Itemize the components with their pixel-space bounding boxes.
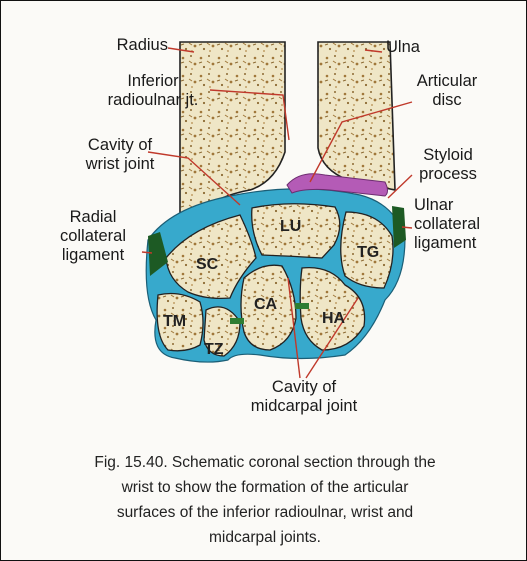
label-cavity-midcarpal: Cavity of midcarpal joint <box>244 378 364 416</box>
ulna-bone <box>318 42 395 190</box>
label-styloid: Styloid process <box>402 146 494 184</box>
label-tg: TG <box>357 244 379 261</box>
figure-caption: Fig. 15.40. Schematic coronal section th… <box>30 450 500 550</box>
leader-ulnar-collateral <box>402 227 412 228</box>
label-cavity-wrist: Cavity of wrist joint <box>70 136 170 174</box>
label-tz: TZ <box>204 341 224 358</box>
label-tm: TM <box>163 313 186 330</box>
label-radial-collateral: Radial collateral ligament <box>44 208 142 265</box>
interosseous-ligament-2 <box>295 303 309 309</box>
label-articular-disc: Articular disc <box>392 72 502 110</box>
label-ulna: Ulna <box>386 38 420 57</box>
label-ca: CA <box>254 296 278 313</box>
interosseous-ligament-1 <box>230 318 244 324</box>
label-ha: HA <box>322 310 346 327</box>
leader-radial-collateral <box>142 252 152 253</box>
label-radius: Radius <box>96 36 168 55</box>
label-lu: LU <box>280 218 301 235</box>
label-sc: SC <box>196 256 219 273</box>
label-inferior-radioulnar: Inferior radioulnar jt. <box>88 72 218 110</box>
label-ulnar-collateral: Ulnar collateral ligament <box>414 196 480 253</box>
